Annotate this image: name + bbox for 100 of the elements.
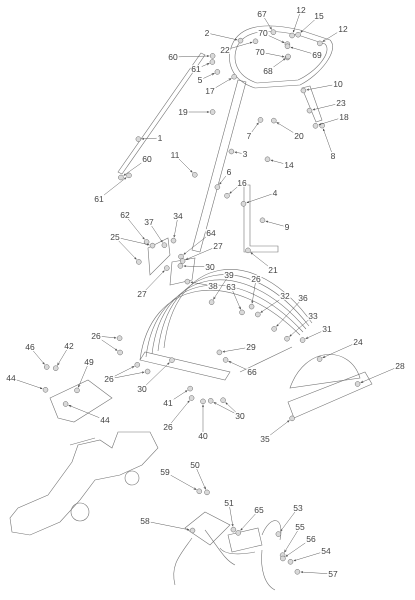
callout-number: 10 [332, 80, 344, 88]
leader-line [104, 177, 127, 196]
leader-line [214, 402, 234, 414]
hardware-part [252, 38, 258, 44]
callout-number: 27 [212, 242, 224, 250]
leader-line [234, 152, 242, 154]
callout-number: 44 [99, 416, 111, 424]
leader-line [270, 420, 290, 436]
callout-number: 53 [292, 504, 304, 512]
hardware-part [74, 388, 80, 394]
callout-number: 35 [259, 435, 271, 443]
leader-line [225, 402, 236, 412]
hardware-part [220, 397, 226, 403]
hardware-part [170, 238, 176, 244]
hardware-part [192, 172, 198, 178]
callout-number: 51 [223, 499, 235, 507]
leader-line [360, 368, 394, 383]
callout-number: 30 [136, 385, 148, 393]
hardware-part [238, 38, 244, 44]
hardware-part [42, 387, 48, 393]
hardware-part [136, 259, 142, 265]
hardware-part [284, 336, 290, 342]
leader-line [146, 362, 170, 386]
leader-line [219, 176, 226, 185]
callout-number: 15 [313, 12, 325, 20]
callout-number: 62 [119, 211, 131, 219]
leader-line [174, 390, 188, 400]
callout-number: 42 [63, 342, 75, 350]
leader-line [276, 302, 300, 327]
leader-line [190, 282, 208, 286]
leader-line [230, 42, 252, 49]
hardware-part [289, 32, 295, 38]
callout-number: 24 [352, 338, 364, 346]
leader-line [146, 270, 165, 290]
leader-line [174, 220, 178, 238]
leader-line [120, 238, 150, 246]
hardware-part [354, 381, 360, 387]
leader-line [290, 46, 312, 54]
callout-number: 54 [320, 547, 332, 555]
leader-line [246, 194, 272, 203]
leader-line [252, 282, 256, 304]
leader-line [210, 34, 238, 40]
callout-number: 32 [279, 292, 291, 300]
leader-line [216, 78, 232, 88]
hardware-part [210, 59, 216, 65]
hardware-part [136, 136, 142, 142]
callout-number: 39 [223, 271, 235, 279]
hardware-part [288, 559, 294, 565]
leader-line [150, 522, 190, 530]
callout-number: 44 [5, 374, 17, 382]
callout-number: 31 [321, 325, 333, 333]
leader-line [188, 111, 210, 113]
callout-number: 12 [295, 6, 307, 14]
hardware-part [228, 148, 234, 154]
callout-number: 22 [219, 46, 231, 54]
callout-number: 20 [293, 132, 305, 140]
callout-number: 60 [167, 53, 179, 61]
leader-line [289, 320, 309, 337]
leader-line [268, 35, 284, 43]
hardware-part [214, 69, 220, 75]
callout-number: 66 [246, 368, 258, 376]
leader-line [305, 331, 322, 339]
leader-line [280, 512, 296, 532]
leader-line [202, 63, 210, 67]
callout-number: 26 [103, 375, 115, 383]
callout-number: 38 [207, 282, 219, 290]
callout-number: 70 [257, 29, 269, 37]
hardware-part [134, 362, 140, 368]
hardware-part [276, 531, 282, 537]
hardware-part [208, 299, 214, 305]
callout-number: 21 [267, 266, 279, 274]
hardware-part [184, 278, 190, 284]
leader-line [300, 571, 328, 574]
hardware-part [231, 74, 237, 80]
hardware-part [245, 248, 251, 254]
callout-number: 68 [262, 67, 274, 75]
callout-number: 58 [139, 517, 151, 525]
hardware-part [178, 254, 184, 260]
leader-line [114, 366, 134, 376]
hardware-part [196, 488, 202, 494]
leader-line [196, 468, 206, 490]
leader-line [250, 252, 268, 266]
leader-line [306, 84, 332, 90]
hardware-part [150, 242, 156, 248]
hardware-part [210, 53, 216, 59]
hardware-part [240, 201, 246, 207]
callout-number: 26 [250, 275, 262, 283]
hardware-part [236, 530, 242, 536]
leader-line [68, 405, 100, 418]
leader-line [300, 20, 315, 33]
callout-number: 61 [93, 195, 105, 203]
callout-number: 1 [156, 134, 164, 142]
hardware-part [264, 156, 270, 162]
leader-line [240, 514, 256, 531]
callout-number: 27 [136, 290, 148, 298]
hardware-part [180, 258, 186, 264]
callout-number: 55 [294, 523, 306, 531]
leader-line [285, 542, 306, 557]
leader-line [118, 240, 137, 260]
hardware-part [280, 556, 286, 562]
